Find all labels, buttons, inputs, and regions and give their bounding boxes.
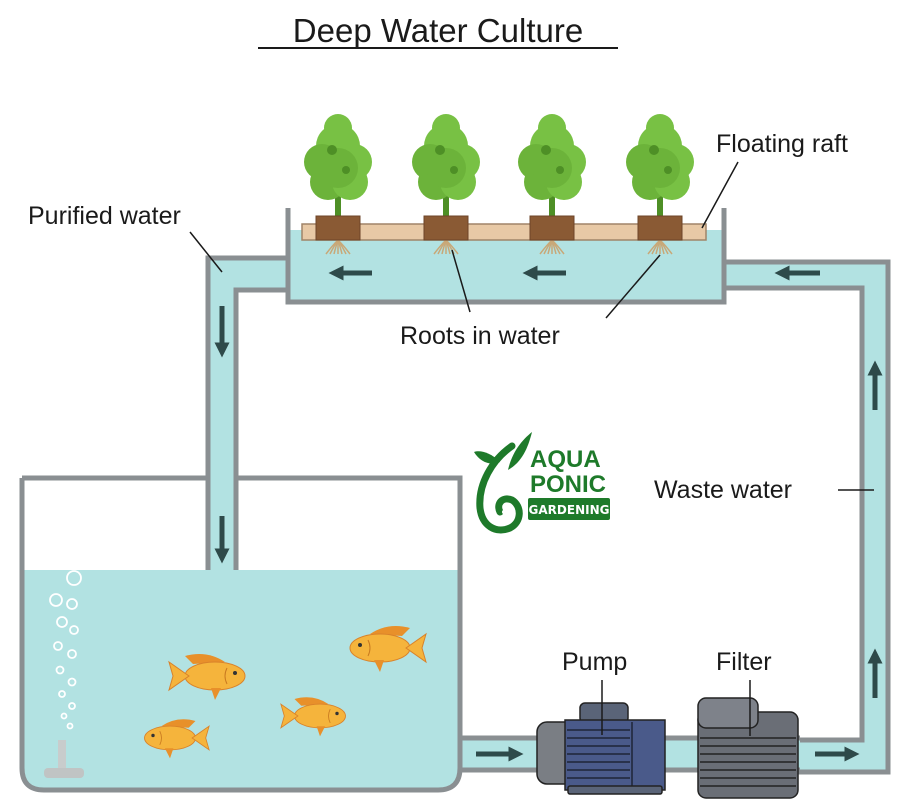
fish-group (144, 626, 427, 759)
label-waste-water: Waste water (654, 476, 792, 504)
logo-line1: AQUA (530, 446, 601, 473)
fish-icon (349, 626, 427, 672)
bubble (49, 593, 63, 607)
bubble (66, 598, 78, 610)
leaf-fish-icon (474, 432, 532, 534)
label-floating-raft: Floating raft (716, 130, 848, 158)
plant-roots (539, 239, 565, 255)
net-pot (529, 215, 575, 241)
net-pot (315, 215, 361, 241)
diagram-title: Deep Water Culture (293, 12, 583, 49)
bubble (55, 665, 65, 675)
bubble (66, 722, 74, 730)
net-pot (423, 215, 469, 241)
fish-icon (144, 719, 210, 759)
bubble (53, 641, 63, 651)
plant-roots (325, 239, 351, 255)
air-stone (44, 740, 84, 778)
bubble (67, 677, 77, 687)
plant-roots (433, 239, 459, 255)
plant (626, 114, 694, 255)
logo-badge-text: GARDENING (529, 503, 610, 517)
logo-badge (528, 498, 610, 520)
label-pump: Pump (562, 648, 627, 676)
label-purified-water: Purified water (28, 202, 181, 230)
net-pot (637, 215, 683, 241)
floating-raft (301, 223, 707, 241)
aquaponic-gardening-logo: AQUA PONIC GARDENING (474, 432, 610, 534)
plant-roots (647, 239, 673, 255)
waste-water-pipe (724, 259, 891, 775)
bubble (60, 712, 68, 720)
logo-line2: PONIC (530, 471, 606, 498)
filter (697, 697, 799, 799)
label-filter: Filter (716, 648, 772, 676)
fish-icon (168, 654, 246, 700)
bubble (56, 616, 68, 628)
label-roots-in-water: Roots in water (400, 322, 560, 350)
pump (536, 702, 666, 795)
leader-lines (189, 161, 874, 736)
bubble (69, 625, 79, 635)
plant (412, 114, 480, 255)
fish-icon (280, 697, 346, 737)
plant (304, 114, 372, 255)
bubble (58, 690, 66, 698)
bubble (66, 570, 82, 586)
air-bubbles (49, 570, 82, 730)
plant (518, 114, 586, 255)
bubble (68, 702, 76, 710)
bubble (67, 649, 77, 659)
plants-group (304, 114, 694, 255)
